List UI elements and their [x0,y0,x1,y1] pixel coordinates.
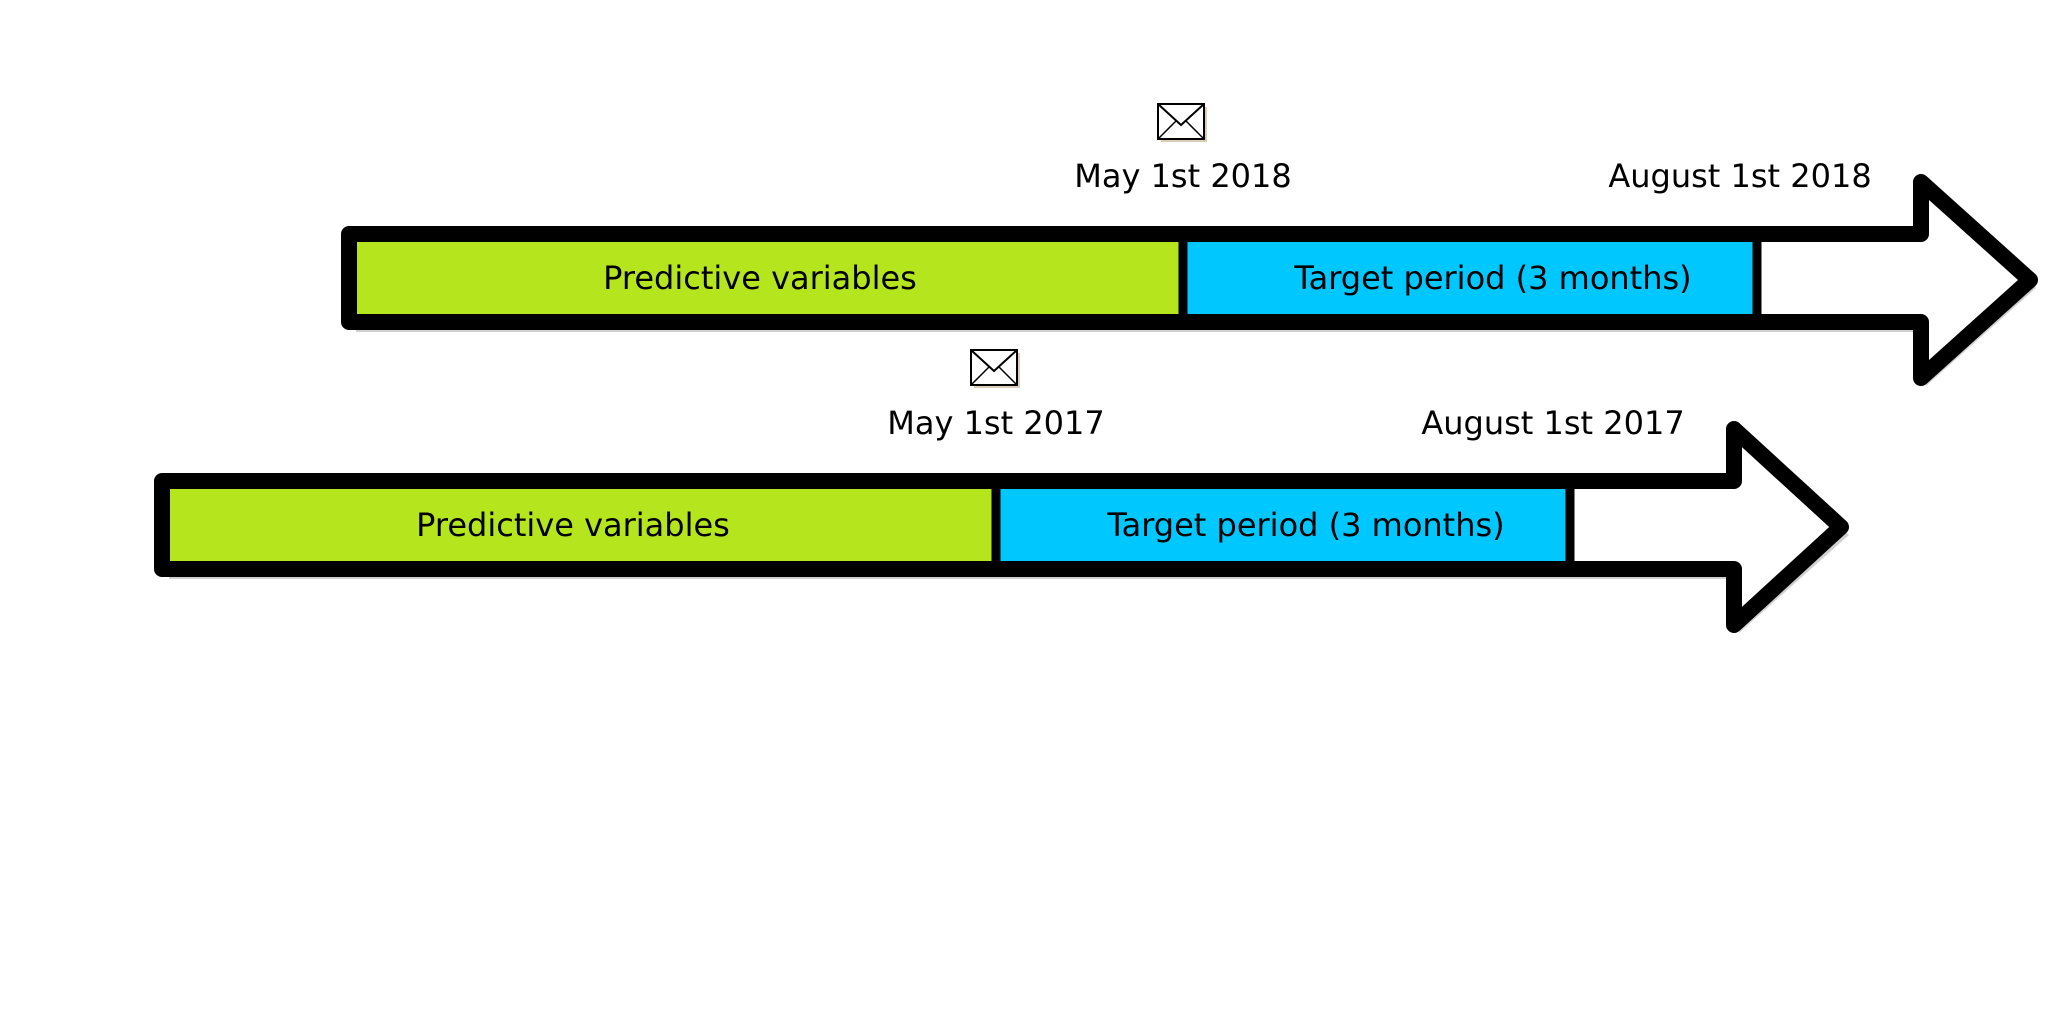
predictive-variables-label: Predictive variables [416,506,730,544]
start-date-label: May 1st 2018 [1074,157,1292,195]
end-date-label: August 1st 2018 [1608,157,1871,195]
predictive-variables-segment [170,489,993,561]
target-period-label: Target period (3 months) [1106,506,1504,544]
envelope-icon [970,349,1020,388]
end-date-label: August 1st 2017 [1421,404,1684,442]
envelope-icon [1157,103,1207,142]
start-date-label: May 1st 2017 [887,404,1105,442]
target-period-segment [999,489,1566,561]
target-period-label: Target period (3 months) [1293,259,1691,297]
predictive-variables-label: Predictive variables [603,259,917,297]
timeline-2018: Predictive variables Target period (3 mo… [341,103,2038,386]
target-period-segment [1186,242,1753,314]
timeline-2017: Predictive variables Target period (3 mo… [154,349,1849,633]
predictive-variables-segment [357,242,1180,314]
